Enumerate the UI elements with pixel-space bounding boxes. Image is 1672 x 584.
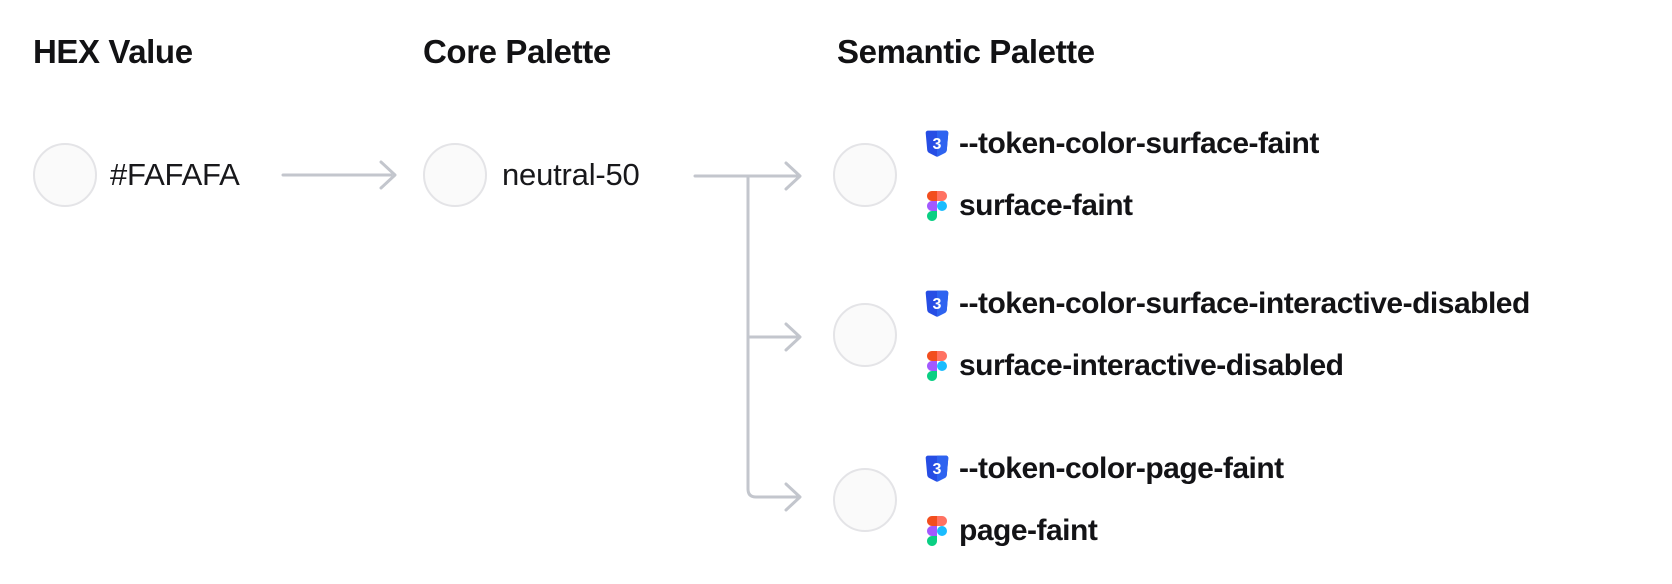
css-variable-row: 3 --token-color-page-faint (925, 447, 1284, 491)
css-variable-name: --token-color-page-faint (959, 452, 1284, 485)
hex-value-label: #FAFAFA (110, 157, 240, 192)
css-variable-name: --token-color-surface-interactive-disabl… (959, 287, 1530, 320)
figma-token-row: surface-interactive-disabled (925, 344, 1530, 388)
figma-logo-icon (925, 191, 949, 221)
hex-value-header: HEX Value (33, 33, 193, 70)
semantic-swatch-circle (833, 468, 897, 532)
figma-token-row: page-faint (925, 509, 1284, 553)
css3-glyph: 3 (933, 461, 942, 478)
css3-glyph: 3 (933, 296, 942, 313)
figma-logo-icon (925, 351, 949, 381)
semantic-palette-header: Semantic Palette (837, 33, 1095, 70)
css3-shield-icon: 3 (925, 455, 949, 483)
css3-shield-icon: 3 (925, 130, 949, 158)
figma-token-name: surface-faint (959, 189, 1133, 222)
css3-glyph: 3 (933, 136, 942, 153)
core-to-semantic-connector (693, 161, 802, 512)
core-swatch-circle (423, 143, 487, 207)
semantic-token-item: 3 --token-color-surface-faint surface-fa… (833, 122, 1672, 228)
semantic-swatch-circle (833, 303, 897, 367)
css3-shield-icon: 3 (925, 290, 949, 318)
css-variable-row: 3 --token-color-surface-interactive-disa… (925, 282, 1530, 326)
css-variable-row: 3 --token-color-surface-faint (925, 122, 1319, 166)
figma-logo-icon (925, 516, 949, 546)
semantic-token-item: 3 --token-color-page-faint page-faint (833, 447, 1672, 553)
figma-token-name: page-faint (959, 514, 1098, 547)
hex-to-core-arrow (281, 160, 397, 190)
hex-swatch-circle (33, 143, 97, 207)
semantic-token-item: 3 --token-color-surface-interactive-disa… (833, 282, 1672, 388)
figma-token-name: surface-interactive-disabled (959, 349, 1344, 382)
core-palette-label: neutral-50 (502, 157, 640, 192)
core-palette-header: Core Palette (423, 33, 611, 70)
css-variable-name: --token-color-surface-faint (959, 127, 1319, 160)
semantic-swatch-circle (833, 143, 897, 207)
figma-token-row: surface-faint (925, 184, 1319, 228)
